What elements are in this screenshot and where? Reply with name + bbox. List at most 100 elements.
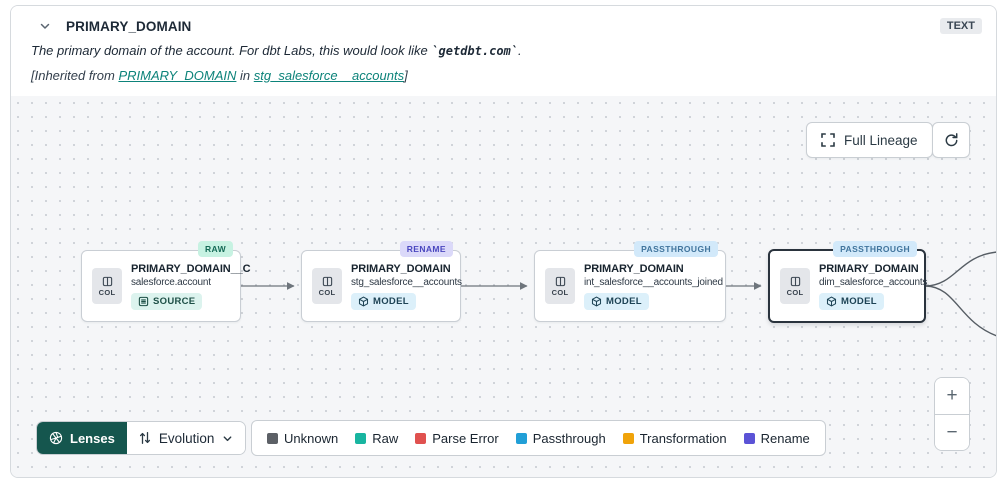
- legend-swatch: [622, 432, 634, 444]
- lenses-label: Lenses: [70, 430, 115, 446]
- legend-swatch: [267, 432, 278, 444]
- legend-item: Unknown: [267, 431, 338, 446]
- lens-selected-value: Evolution: [158, 430, 215, 446]
- col-label: COL: [786, 287, 804, 297]
- inherited-model-link[interactable]: stg_salesforce__accounts: [253, 68, 405, 83]
- inherited-suffix: ]: [404, 68, 408, 83]
- node-content: PRIMARY_DOMAIN dim_salesforce_accounts M…: [819, 262, 928, 310]
- legend-label: Raw: [372, 430, 399, 446]
- node-subtitle: stg_salesforce__accounts: [351, 276, 462, 288]
- legend-label: Transformation: [639, 430, 727, 446]
- column-icon: [555, 276, 565, 286]
- node-content: PRIMARY_DOMAIN__C salesforce.account SOU…: [131, 262, 251, 310]
- legend-swatch: [743, 432, 755, 444]
- evolution-tag: PASSTHROUGH: [833, 241, 917, 257]
- expand-icon: [821, 133, 835, 147]
- evolution-legend: Unknown Raw Parse Error Passthrough Tran…: [251, 420, 826, 456]
- collapse-toggle[interactable]: [37, 18, 53, 34]
- model-icon: [826, 296, 837, 306]
- legend-item: Rename: [743, 430, 810, 446]
- badge-label: MODEL: [606, 295, 642, 307]
- node-body: COL PRIMARY_DOMAIN int_salesforce__accou…: [535, 251, 725, 321]
- node-body: COL PRIMARY_DOMAIN__C salesforce.account…: [82, 251, 251, 321]
- legend-item: Passthrough: [515, 430, 606, 446]
- evolution-tag: RAW: [197, 241, 233, 257]
- column-name-title: PRIMARY_DOMAIN: [66, 18, 192, 34]
- column-detail-header: PRIMARY_DOMAIN TEXT The primary domain o…: [11, 6, 996, 96]
- model-icon: [358, 296, 369, 306]
- column-kind-badge: COL: [545, 268, 575, 304]
- refresh-icon: [945, 132, 957, 146]
- legend-swatch: [515, 432, 527, 444]
- zoom-out-button[interactable]: −: [935, 414, 969, 450]
- legend-item: Transformation: [622, 430, 727, 446]
- zoom-controls: + −: [934, 377, 970, 451]
- node-title: PRIMARY_DOMAIN: [819, 262, 919, 275]
- legend-swatch: [415, 432, 427, 444]
- badge-label: MODEL: [373, 295, 409, 307]
- column-kind-badge: COL: [312, 268, 342, 304]
- zoom-in-button[interactable]: +: [935, 378, 969, 414]
- col-label: COL: [318, 287, 336, 297]
- inherited-prefix: [Inherited from: [31, 68, 119, 83]
- resource-type-badge: MODEL: [819, 292, 884, 310]
- chevron-down-icon: [223, 435, 232, 441]
- resource-type-badge: SOURCE: [131, 292, 203, 310]
- evolution-tag: PASSTHROUGH: [634, 241, 718, 257]
- full-lineage-label: Full Lineage: [844, 132, 918, 148]
- col-label: COL: [98, 287, 116, 297]
- resource-type-badge: MODEL: [584, 292, 649, 310]
- inherited-from-line: [Inherited from PRIMARY_DOMAIN in stg_sa…: [11, 58, 996, 83]
- node-body: COL PRIMARY_DOMAIN stg_salesforce__accou…: [302, 251, 462, 321]
- full-lineage-button[interactable]: Full Lineage: [806, 122, 933, 158]
- node-title: PRIMARY_DOMAIN: [351, 262, 451, 275]
- evolution-tag: RENAME: [399, 241, 453, 257]
- node-subtitle: salesforce.account: [131, 276, 211, 288]
- column-icon: [790, 276, 800, 286]
- col-label: COL: [551, 287, 569, 297]
- lens-dropdown[interactable]: Evolution: [126, 422, 246, 454]
- source-icon: [138, 296, 149, 306]
- node-body: COL PRIMARY_DOMAIN dim_salesforce_accoun…: [770, 251, 928, 321]
- model-icon: [591, 296, 602, 306]
- description-text: The primary domain of the account. For d…: [31, 43, 432, 58]
- badge-label: SOURCE: [153, 295, 196, 307]
- legend-label: Unknown: [284, 430, 339, 446]
- column-icon: [102, 276, 112, 286]
- inherited-middle: in: [236, 68, 254, 83]
- lineage-canvas[interactable]: RAW COL PRIMARY_DOMAIN__C salesforce.acc…: [11, 96, 996, 477]
- node-title: PRIMARY_DOMAIN: [584, 262, 684, 275]
- node-title: PRIMARY_DOMAIN__C: [131, 262, 251, 275]
- resource-type-badge: MODEL: [351, 292, 416, 310]
- inherited-column-link[interactable]: PRIMARY_DOMAIN: [118, 68, 237, 83]
- chevron-down-icon: [40, 23, 50, 29]
- node-subtitle: dim_salesforce_accounts: [819, 276, 928, 288]
- lens-aperture-icon: [49, 431, 63, 445]
- column-icon: [322, 276, 332, 286]
- lineage-node-staging[interactable]: RENAME COL PRIMARY_DOMAIN stg_salesforce…: [301, 241, 462, 322]
- data-type-badge: TEXT: [939, 18, 982, 34]
- legend-swatch: [355, 432, 367, 444]
- legend-label: Parse Error: [432, 430, 499, 446]
- lenses-button[interactable]: Lenses: [37, 422, 127, 454]
- badge-label: MODEL: [841, 295, 877, 307]
- node-content: PRIMARY_DOMAIN stg_salesforce__accounts …: [351, 262, 462, 310]
- description-period: .: [518, 43, 522, 58]
- refresh-button[interactable]: [932, 122, 970, 158]
- evolution-icon: [139, 432, 150, 444]
- legend-label: Rename: [760, 430, 810, 446]
- lineage-node-intermediate[interactable]: PASSTHROUGH COL PRIMARY_DOMAIN int_sales…: [534, 241, 726, 322]
- legend-item: Raw: [355, 431, 398, 446]
- node-subtitle: int_salesforce__accounts_joined: [584, 276, 723, 288]
- column-kind-badge: COL: [92, 268, 122, 304]
- lineage-node-source[interactable]: RAW COL PRIMARY_DOMAIN__C salesforce.acc…: [81, 241, 251, 322]
- description-code: `getdbt.com`: [431, 44, 519, 58]
- node-content: PRIMARY_DOMAIN int_salesforce__accounts_…: [584, 262, 723, 310]
- lineage-node-dim-selected[interactable]: PASSTHROUGH COL PRIMARY_DOMAIN dim_sales…: [768, 241, 928, 323]
- legend-label: Passthrough: [532, 430, 606, 446]
- column-kind-badge: COL: [780, 268, 810, 304]
- column-lineage-widget: PRIMARY_DOMAIN TEXT The primary domain o…: [10, 5, 997, 478]
- legend-item: Parse Error: [415, 430, 499, 446]
- column-description: The primary domain of the account. For d…: [11, 34, 996, 58]
- title-row: PRIMARY_DOMAIN TEXT: [11, 6, 996, 34]
